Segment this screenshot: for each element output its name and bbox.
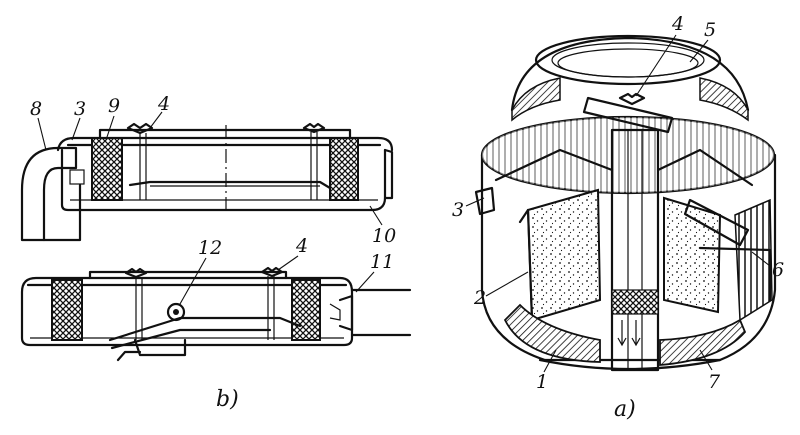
filter-element-2 [526, 188, 602, 322]
callout-6: 6 [772, 259, 784, 281]
callout-7: 7 [708, 371, 721, 393]
wing-nut-bottom-right [260, 266, 284, 278]
filter-element-left-bottom [51, 279, 83, 341]
wing-nut-right [302, 122, 326, 134]
filter-element-right-a [663, 196, 722, 314]
oil-bath-1 [503, 303, 601, 363]
callout-10: 10 [372, 225, 396, 247]
callout-2: 2 [473, 287, 486, 309]
callout-9: 9 [108, 95, 120, 117]
caption-a: a) [614, 397, 636, 422]
callout-11: 11 [370, 251, 394, 273]
crossbar [582, 96, 674, 134]
view-b-bottom-section [20, 266, 412, 362]
callout-3-a: 3 [452, 199, 464, 221]
callouts: 8 3 9 4 10 12 4 11 4 5 3 6 2 1 7 [30, 13, 784, 393]
filter-housing-top [60, 148, 387, 212]
oil-bath-7 [659, 318, 747, 366]
callout-4-b-bottom: 4 [295, 235, 308, 257]
wing-nut-a [618, 92, 646, 106]
filter-element-right-top [329, 137, 359, 201]
filter-element-right-bottom [291, 279, 321, 341]
leader-lines [37, 34, 771, 373]
callout-4-a: 4 [671, 13, 684, 35]
outlet-pipe [350, 288, 412, 337]
inlet-cap [510, 36, 750, 112]
wing-nut-left [126, 122, 154, 135]
callout-3-b: 3 [74, 98, 86, 120]
view-a-cutaway [474, 34, 777, 372]
callout-8: 8 [30, 98, 42, 120]
intake-elbow [20, 146, 78, 242]
view-b-top-section [20, 122, 394, 242]
filter-element-left-top [91, 137, 123, 201]
caption-b: b) [216, 387, 239, 412]
valve-12 [166, 302, 186, 322]
callout-5: 5 [704, 19, 716, 41]
filter-housing-bottom [20, 276, 354, 347]
callout-1: 1 [536, 371, 548, 393]
callout-4-b-top: 4 [157, 93, 170, 115]
callout-12: 12 [198, 237, 222, 259]
